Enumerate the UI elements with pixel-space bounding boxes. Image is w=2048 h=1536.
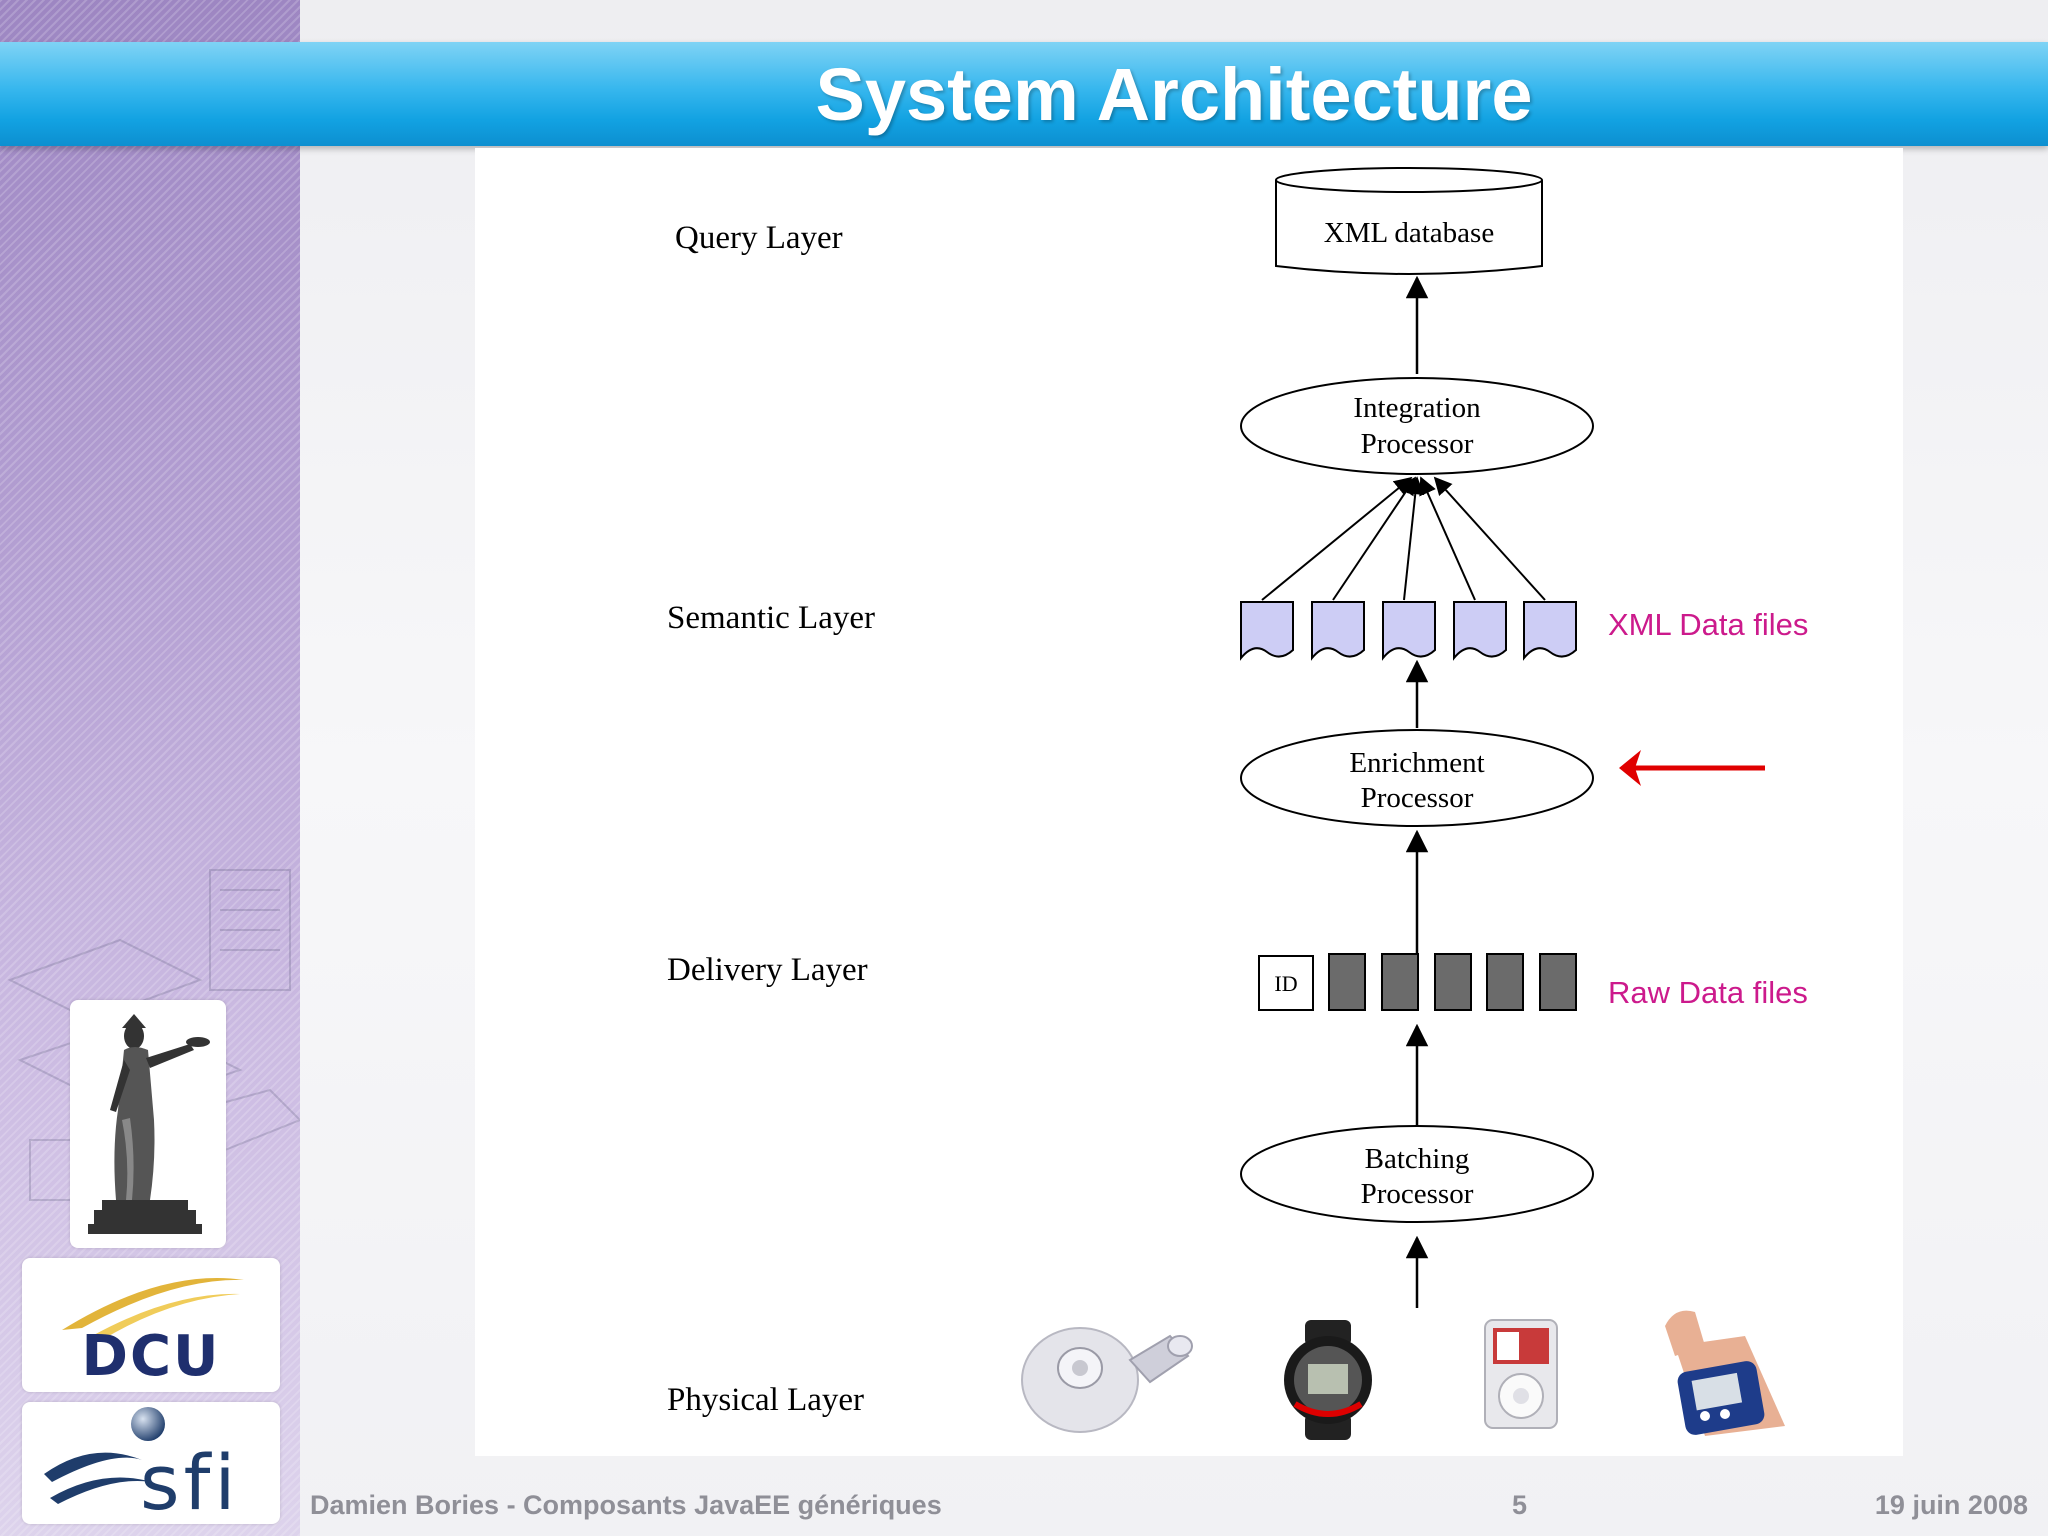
delivery-layer-label: Delivery Layer (667, 952, 868, 988)
dcu-logo: DCU (22, 1258, 280, 1392)
batching-processor-line2: Processor (1361, 1178, 1474, 1210)
enrichment-processor-line2: Processor (1361, 782, 1474, 814)
physical-layer-label: Physical Layer (667, 1382, 864, 1418)
enrichment-processor-node: Enrichment Processor (1240, 729, 1594, 827)
raw-file-1 (1328, 953, 1366, 1011)
slide-title: System Architecture (815, 52, 1533, 136)
xml-file-4 (1453, 601, 1507, 661)
xml-file-5 (1523, 601, 1577, 661)
batching-processor-node: Batching Processor (1240, 1125, 1594, 1223)
raw-file-3 (1434, 953, 1472, 1011)
wrist-bp-monitor-device-icon (1665, 1310, 1785, 1436)
architecture-diagram: Query Layer Semantic Layer Delivery Laye… (667, 167, 1808, 1440)
enrichment-processor-line1: Enrichment (1349, 747, 1484, 779)
red-pointer-arrow (1619, 750, 1765, 786)
dcu-swoosh-icon (62, 1278, 244, 1340)
query-layer-label: Query Layer (675, 220, 843, 256)
xml-database-label: XML database (1324, 217, 1494, 249)
sfi-logo-text: sfi (140, 1438, 240, 1527)
xml-file-2 (1311, 601, 1365, 661)
spirometer-device-icon (1021, 1327, 1193, 1433)
sfi-logo: sfi (22, 1402, 280, 1527)
raw-file-5 (1539, 953, 1577, 1011)
raw-file-2 (1381, 953, 1419, 1011)
title-bar: System Architecture (0, 42, 2048, 146)
id-box-label: ID (1274, 971, 1297, 996)
batching-processor-line1: Batching (1365, 1143, 1470, 1175)
id-box (1258, 955, 1314, 1011)
raw-data-files-label: Raw Data files (1608, 975, 1808, 1010)
xml-file-1 (1240, 601, 1294, 661)
footer-author: Damien Bories - Composants JavaEE généri… (310, 1490, 942, 1520)
semantic-layer-label: Semantic Layer (667, 600, 875, 636)
statue-icon (88, 1014, 210, 1234)
raw-data-files: ID (1258, 953, 1577, 1011)
media-player-device-icon (1484, 1319, 1558, 1429)
integration-processor-line2: Processor (1361, 428, 1474, 460)
xml-data-files-label: XML Data files (1608, 607, 1808, 642)
xml-database-cylinder: XML database (1275, 167, 1543, 275)
integration-processor-node: Integration Processor (1240, 377, 1594, 475)
integration-processor-line1: Integration (1353, 392, 1481, 424)
dcu-logo-text: DCU (81, 1324, 221, 1389)
xml-files-to-integration-arrows (1261, 476, 1546, 601)
footer-date: 19 juin 2008 (1874, 1490, 2028, 1520)
sfi-swoosh-icon (44, 1407, 165, 1504)
sports-watch-device-icon (1284, 1320, 1372, 1440)
footer-page-number: 5 (1512, 1490, 1528, 1520)
architecture-diagram-panel: Query Layer Semantic Layer Delivery Laye… (475, 148, 1903, 1456)
statue-logo (70, 1000, 226, 1248)
xml-data-files (1240, 601, 1577, 661)
raw-file-4 (1486, 953, 1524, 1011)
xml-file-3 (1382, 601, 1436, 661)
